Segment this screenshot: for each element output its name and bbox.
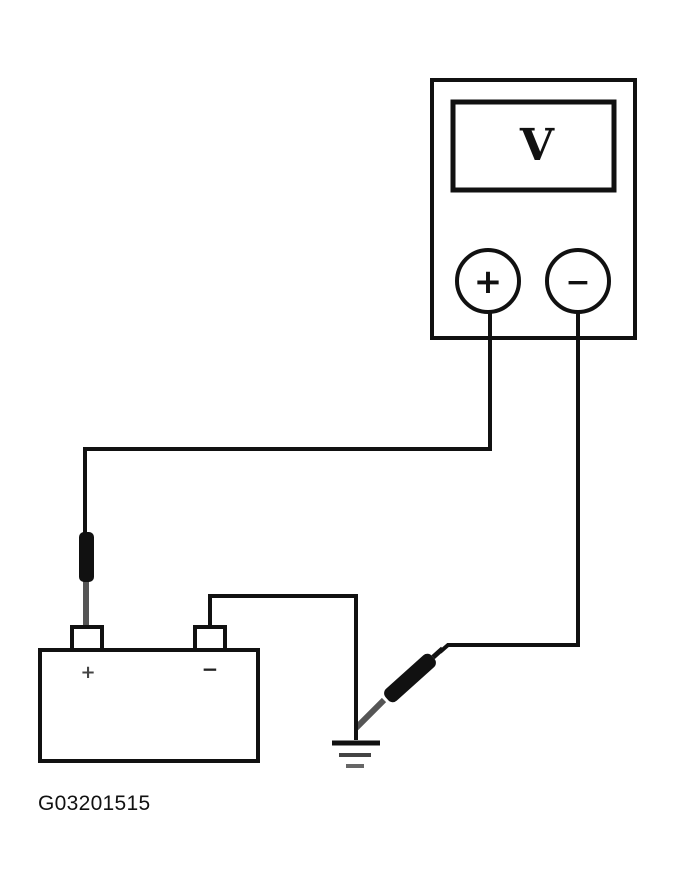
- voltmeter-symbol: V: [519, 120, 555, 171]
- battery-negative-post: [193, 625, 227, 652]
- voltmeter: V + −: [430, 78, 637, 340]
- positive-terminal: +: [455, 248, 521, 314]
- negative-test-lead: [353, 312, 580, 731]
- battery: + −: [38, 625, 260, 763]
- battery-positive-mark: +: [80, 662, 95, 683]
- negative-terminal: −: [545, 248, 611, 314]
- positive-terminal-label: +: [474, 262, 503, 302]
- voltmeter-display: [450, 99, 617, 193]
- battery-case: [38, 648, 260, 763]
- ground-cable: [208, 594, 358, 740]
- battery-negative-mark: −: [202, 657, 219, 681]
- positive-probe: [79, 532, 94, 582]
- negative-terminal-label: −: [565, 265, 590, 300]
- figure-id: G03201515: [38, 792, 151, 815]
- battery-positive-post: [70, 625, 104, 652]
- positive-test-lead: [79, 312, 492, 628]
- ground-icon: [332, 740, 380, 768]
- negative-probe: [384, 646, 445, 703]
